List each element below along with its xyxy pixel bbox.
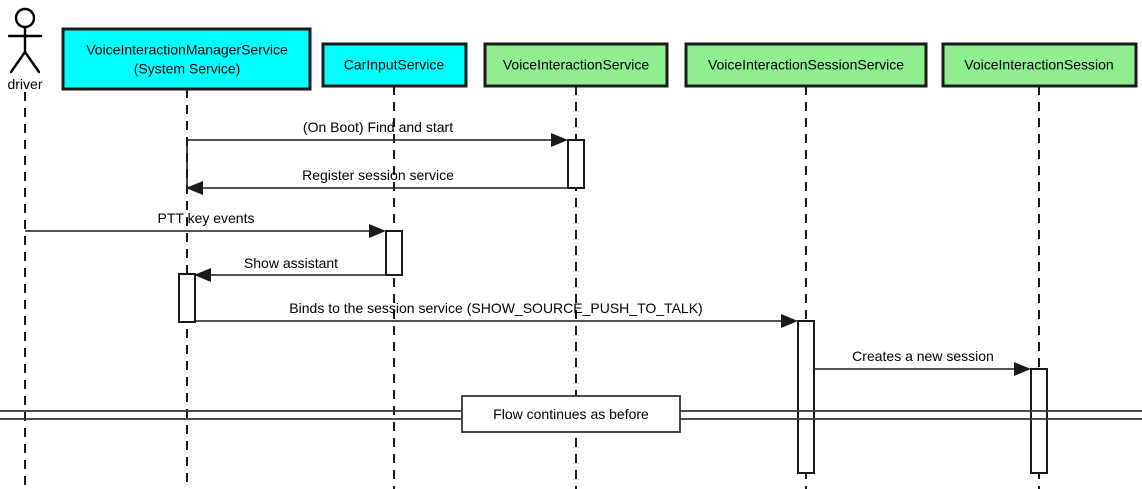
activation-voiceinteractionsession-create [1030, 368, 1048, 474]
activation-bars-group [178, 139, 1048, 474]
participant-voiceinteractionsession-box[interactable] [941, 42, 1138, 88]
actor-leg-left-icon [9, 50, 27, 74]
participant-carinputservice-label: CarInputService [344, 57, 445, 73]
participant-voiceinteractionsessionservice-label: VoiceInteractionSessionService [708, 57, 904, 73]
actor-leg-right-icon [23, 50, 41, 74]
participant-carinputservice[interactable]: CarInputService [321, 42, 468, 88]
message-register-session-service-arrowhead [186, 181, 203, 195]
participant-vims-box[interactable] [61, 27, 312, 91]
activation-carinputservice-ptt [385, 230, 403, 276]
activation-vims-show-assistant [178, 273, 196, 323]
message-show-assistant-label: Show assistant [244, 255, 338, 271]
message-register-session-service-label: Register session service [302, 167, 454, 183]
message-ptt-key-events-label: PTT key events [157, 210, 254, 226]
flow-divider-label: Flow continues as before [493, 406, 649, 422]
activation-voiceinteractionsessionservice-bind [797, 320, 815, 474]
message-find-and-start-label: (On Boot) Find and start [303, 119, 453, 135]
message-register-session-service: Register session service [186, 167, 568, 195]
participant-voiceinteractionsessionservice-box[interactable] [684, 42, 928, 88]
participant-voiceinteractionservice[interactable]: VoiceInteractionService [483, 42, 669, 88]
flow-divider-box [461, 395, 681, 433]
participant-vims-label-line1: VoiceInteractionManagerService [86, 42, 288, 58]
activation-voiceinteractionservice-boot [567, 139, 585, 189]
participant-voiceinteractionservice-box[interactable] [483, 42, 669, 88]
actor-driver: driver [7, 7, 43, 92]
participant-voiceinteractionsession[interactable]: VoiceInteractionSession [941, 42, 1138, 88]
actor-driver-label: driver [7, 76, 42, 92]
participant-voiceinteractionsession-label: VoiceInteractionSession [964, 57, 1113, 73]
actor-head-icon [14, 7, 36, 29]
message-binds-to-session-service-label: Binds to the session service (SHOW_SOURC… [289, 300, 702, 316]
message-creates-new-session-label: Creates a new session [852, 348, 994, 364]
participant-voiceinteractionservice-label: VoiceInteractionService [503, 57, 650, 73]
message-binds-to-session-service-arrowhead [781, 314, 798, 328]
participant-vims-label-line2: (System Service) [134, 61, 241, 77]
message-ptt-key-events: PTT key events [25, 210, 386, 238]
message-show-assistant: Show assistant [194, 255, 402, 282]
message-ptt-key-events-arrowhead [369, 224, 386, 238]
participant-vims[interactable]: VoiceInteractionManagerService (System S… [61, 27, 312, 91]
participant-carinputservice-box[interactable] [321, 42, 468, 88]
message-find-and-start-arrowhead [551, 133, 568, 147]
message-creates-new-session-arrowhead [1014, 362, 1031, 376]
participant-voiceinteractionsessionservice[interactable]: VoiceInteractionSessionService [684, 42, 928, 88]
message-find-and-start: (On Boot) Find and start [186, 119, 568, 188]
message-creates-new-session: Creates a new session [814, 348, 1031, 376]
flow-divider: Flow continues as before [0, 395, 1142, 433]
message-binds-to-session-service: Binds to the session service (SHOW_SOURC… [179, 300, 798, 328]
message-show-assistant-arrowhead [194, 268, 211, 282]
